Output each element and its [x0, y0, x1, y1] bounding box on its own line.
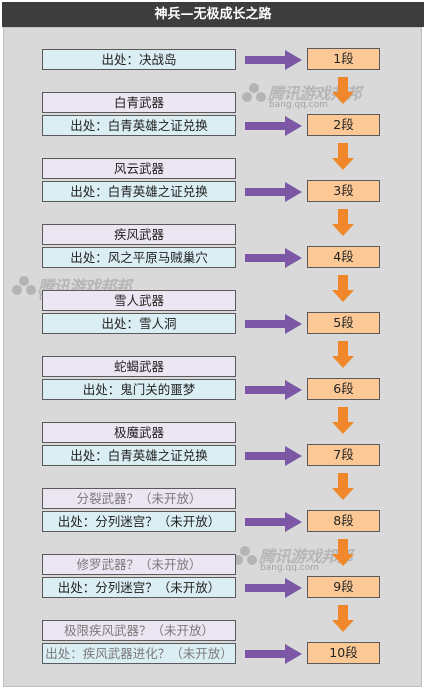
arrow-down-icon — [332, 143, 354, 170]
level-box-10: 10段 — [307, 642, 380, 664]
arrow-down-icon — [332, 539, 354, 566]
source-box-7: 出处：白青英雄之证兑换 — [42, 445, 236, 466]
arrow-right-icon — [245, 578, 302, 598]
source-box-9: 出处：分列迷宫？（未开放） — [42, 577, 236, 598]
weapon-box-10: 极限疾风武器？（未开放） — [42, 620, 236, 641]
arrow-right-icon — [245, 446, 302, 466]
watermark-logo-icon — [12, 276, 36, 295]
weapon-box-5: 雪人武器 — [42, 290, 236, 311]
arrow-down-icon — [332, 275, 354, 302]
arrow-down-icon — [332, 209, 354, 236]
source-box-2: 出处：白青英雄之证兑换 — [42, 115, 236, 136]
level-box-2: 2段 — [307, 114, 380, 136]
arrow-right-icon — [245, 182, 302, 202]
arrow-down-icon — [332, 77, 354, 104]
source-box-10: 出处：疾风武器进化？（未开放） — [42, 643, 236, 664]
weapon-box-7: 极魔武器 — [42, 422, 236, 443]
level-box-9: 9段 — [307, 576, 380, 598]
level-box-7: 7段 — [307, 444, 380, 466]
arrow-right-icon — [245, 248, 302, 268]
level-box-6: 6段 — [307, 378, 380, 400]
arrow-down-icon — [332, 605, 354, 632]
level-box-1: 1段 — [307, 48, 380, 70]
page-title: 神兵—无极成长之路 — [2, 2, 424, 27]
arrow-down-icon — [332, 407, 354, 434]
level-box-8: 8段 — [307, 510, 380, 532]
watermark-url: bang.qq.com — [260, 563, 320, 573]
arrow-right-icon — [245, 644, 302, 664]
level-box-5: 5段 — [307, 312, 380, 334]
arrow-right-icon — [245, 314, 302, 334]
weapon-box-3: 风云武器 — [42, 158, 236, 179]
source-box-6: 出处：鬼门关的噩梦 — [42, 379, 236, 400]
watermark-text: 腾讯游戏邦邦 — [259, 547, 353, 566]
source-box-8: 出处：分列迷宫？（未开放） — [42, 511, 236, 532]
weapon-box-4: 疾风武器 — [42, 224, 236, 245]
weapon-box-6: 蛇蝎武器 — [42, 356, 236, 377]
source-box-1: 出处：决战岛 — [42, 49, 236, 70]
watermark-logo-icon — [233, 546, 257, 565]
arrow-right-icon — [245, 380, 302, 400]
weapon-box-2: 白青武器 — [42, 92, 236, 113]
arrow-right-icon — [245, 116, 302, 136]
source-box-5: 出处：雪人洞 — [42, 313, 236, 334]
weapon-box-8: 分裂武器？（未开放） — [42, 488, 236, 509]
arrow-right-icon — [245, 50, 302, 70]
source-box-4: 出处：风之平原马贼巢穴 — [42, 247, 236, 268]
level-box-4: 4段 — [307, 246, 380, 268]
arrow-down-icon — [332, 473, 354, 500]
source-box-3: 出处：白青英雄之证兑换 — [42, 181, 236, 202]
arrow-down-icon — [332, 341, 354, 368]
watermark-url: bang.qq.com — [269, 100, 329, 110]
arrow-right-icon — [245, 512, 302, 532]
watermark-logo-icon — [242, 83, 266, 102]
level-box-3: 3段 — [307, 180, 380, 202]
weapon-box-9: 修罗武器？（未开放） — [42, 554, 236, 575]
